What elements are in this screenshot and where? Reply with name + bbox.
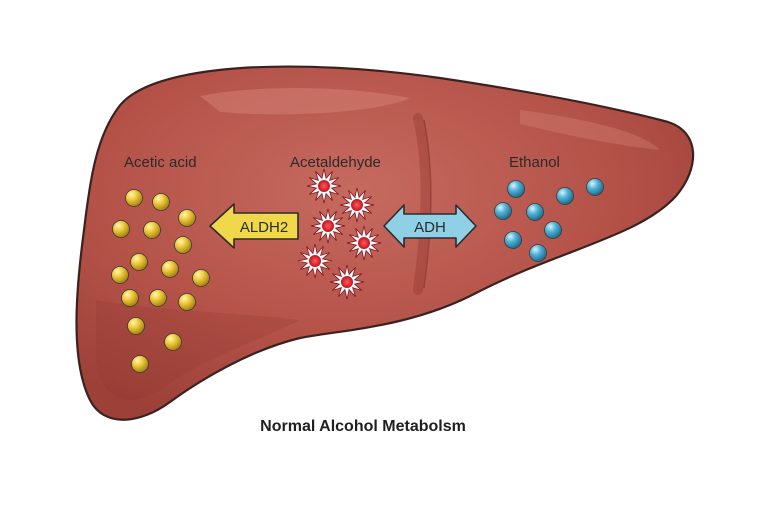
acetic-acid-molecule	[161, 260, 179, 278]
acetic-acid-molecule	[178, 293, 196, 311]
liver-ligament-edge	[423, 119, 432, 289]
adh-label: ADH	[414, 219, 446, 236]
ethanol-molecules	[494, 178, 604, 262]
acetic-acid-molecule	[152, 193, 170, 211]
acetaldehyde-molecule	[297, 243, 333, 279]
acetic-acid-molecule	[127, 317, 145, 335]
liver-ligament	[413, 113, 431, 295]
acetic-acid-molecule	[125, 189, 143, 207]
acetic-acid-molecule	[149, 289, 167, 307]
acetic-acid-molecule	[174, 236, 192, 254]
ethanol-molecule	[556, 187, 574, 205]
acetaldehyde-molecules	[297, 168, 382, 300]
adh-arrow: ADH	[383, 204, 477, 248]
liver-highlight	[200, 87, 410, 115]
ethanol-molecule	[529, 244, 547, 262]
acetic-acid-molecules	[111, 189, 210, 373]
acetic-acid-molecule	[164, 333, 182, 351]
aldh2-label: ALDH2	[240, 219, 288, 236]
ethanol-molecule	[507, 180, 525, 198]
acetic-acid-molecule	[192, 269, 210, 287]
acetic-acid-label: Acetic acid	[124, 154, 197, 171]
ethanol-molecule	[526, 203, 544, 221]
acetic-acid-molecule	[130, 253, 148, 271]
acetaldehyde-molecule	[329, 264, 365, 300]
liver-highlight	[520, 110, 660, 150]
ethanol-label: Ethanol	[509, 154, 560, 171]
acetaldehyde-label: Acetaldehyde	[290, 154, 381, 171]
ethanol-molecule	[504, 231, 522, 249]
acetic-acid-molecule	[121, 289, 139, 307]
ethanol-molecule	[494, 202, 512, 220]
acetaldehyde-molecule	[306, 168, 342, 204]
acetaldehyde-molecule	[310, 208, 346, 244]
aldh2-arrow: ALDH2	[209, 203, 299, 249]
acetic-acid-molecule	[111, 266, 129, 284]
diagram-caption: Normal Alcohol Metabolsm	[260, 418, 466, 435]
acetaldehyde-molecule	[339, 187, 375, 223]
liver-shape	[75, 65, 695, 421]
acetic-acid-molecule	[131, 355, 149, 373]
acetic-acid-molecule	[178, 209, 196, 227]
ethanol-molecule	[544, 221, 562, 239]
acetic-acid-molecule	[143, 221, 161, 239]
ethanol-molecule	[586, 178, 604, 196]
acetaldehyde-molecule	[346, 225, 382, 261]
liver-shading	[96, 300, 300, 400]
acetic-acid-molecule	[112, 220, 130, 238]
